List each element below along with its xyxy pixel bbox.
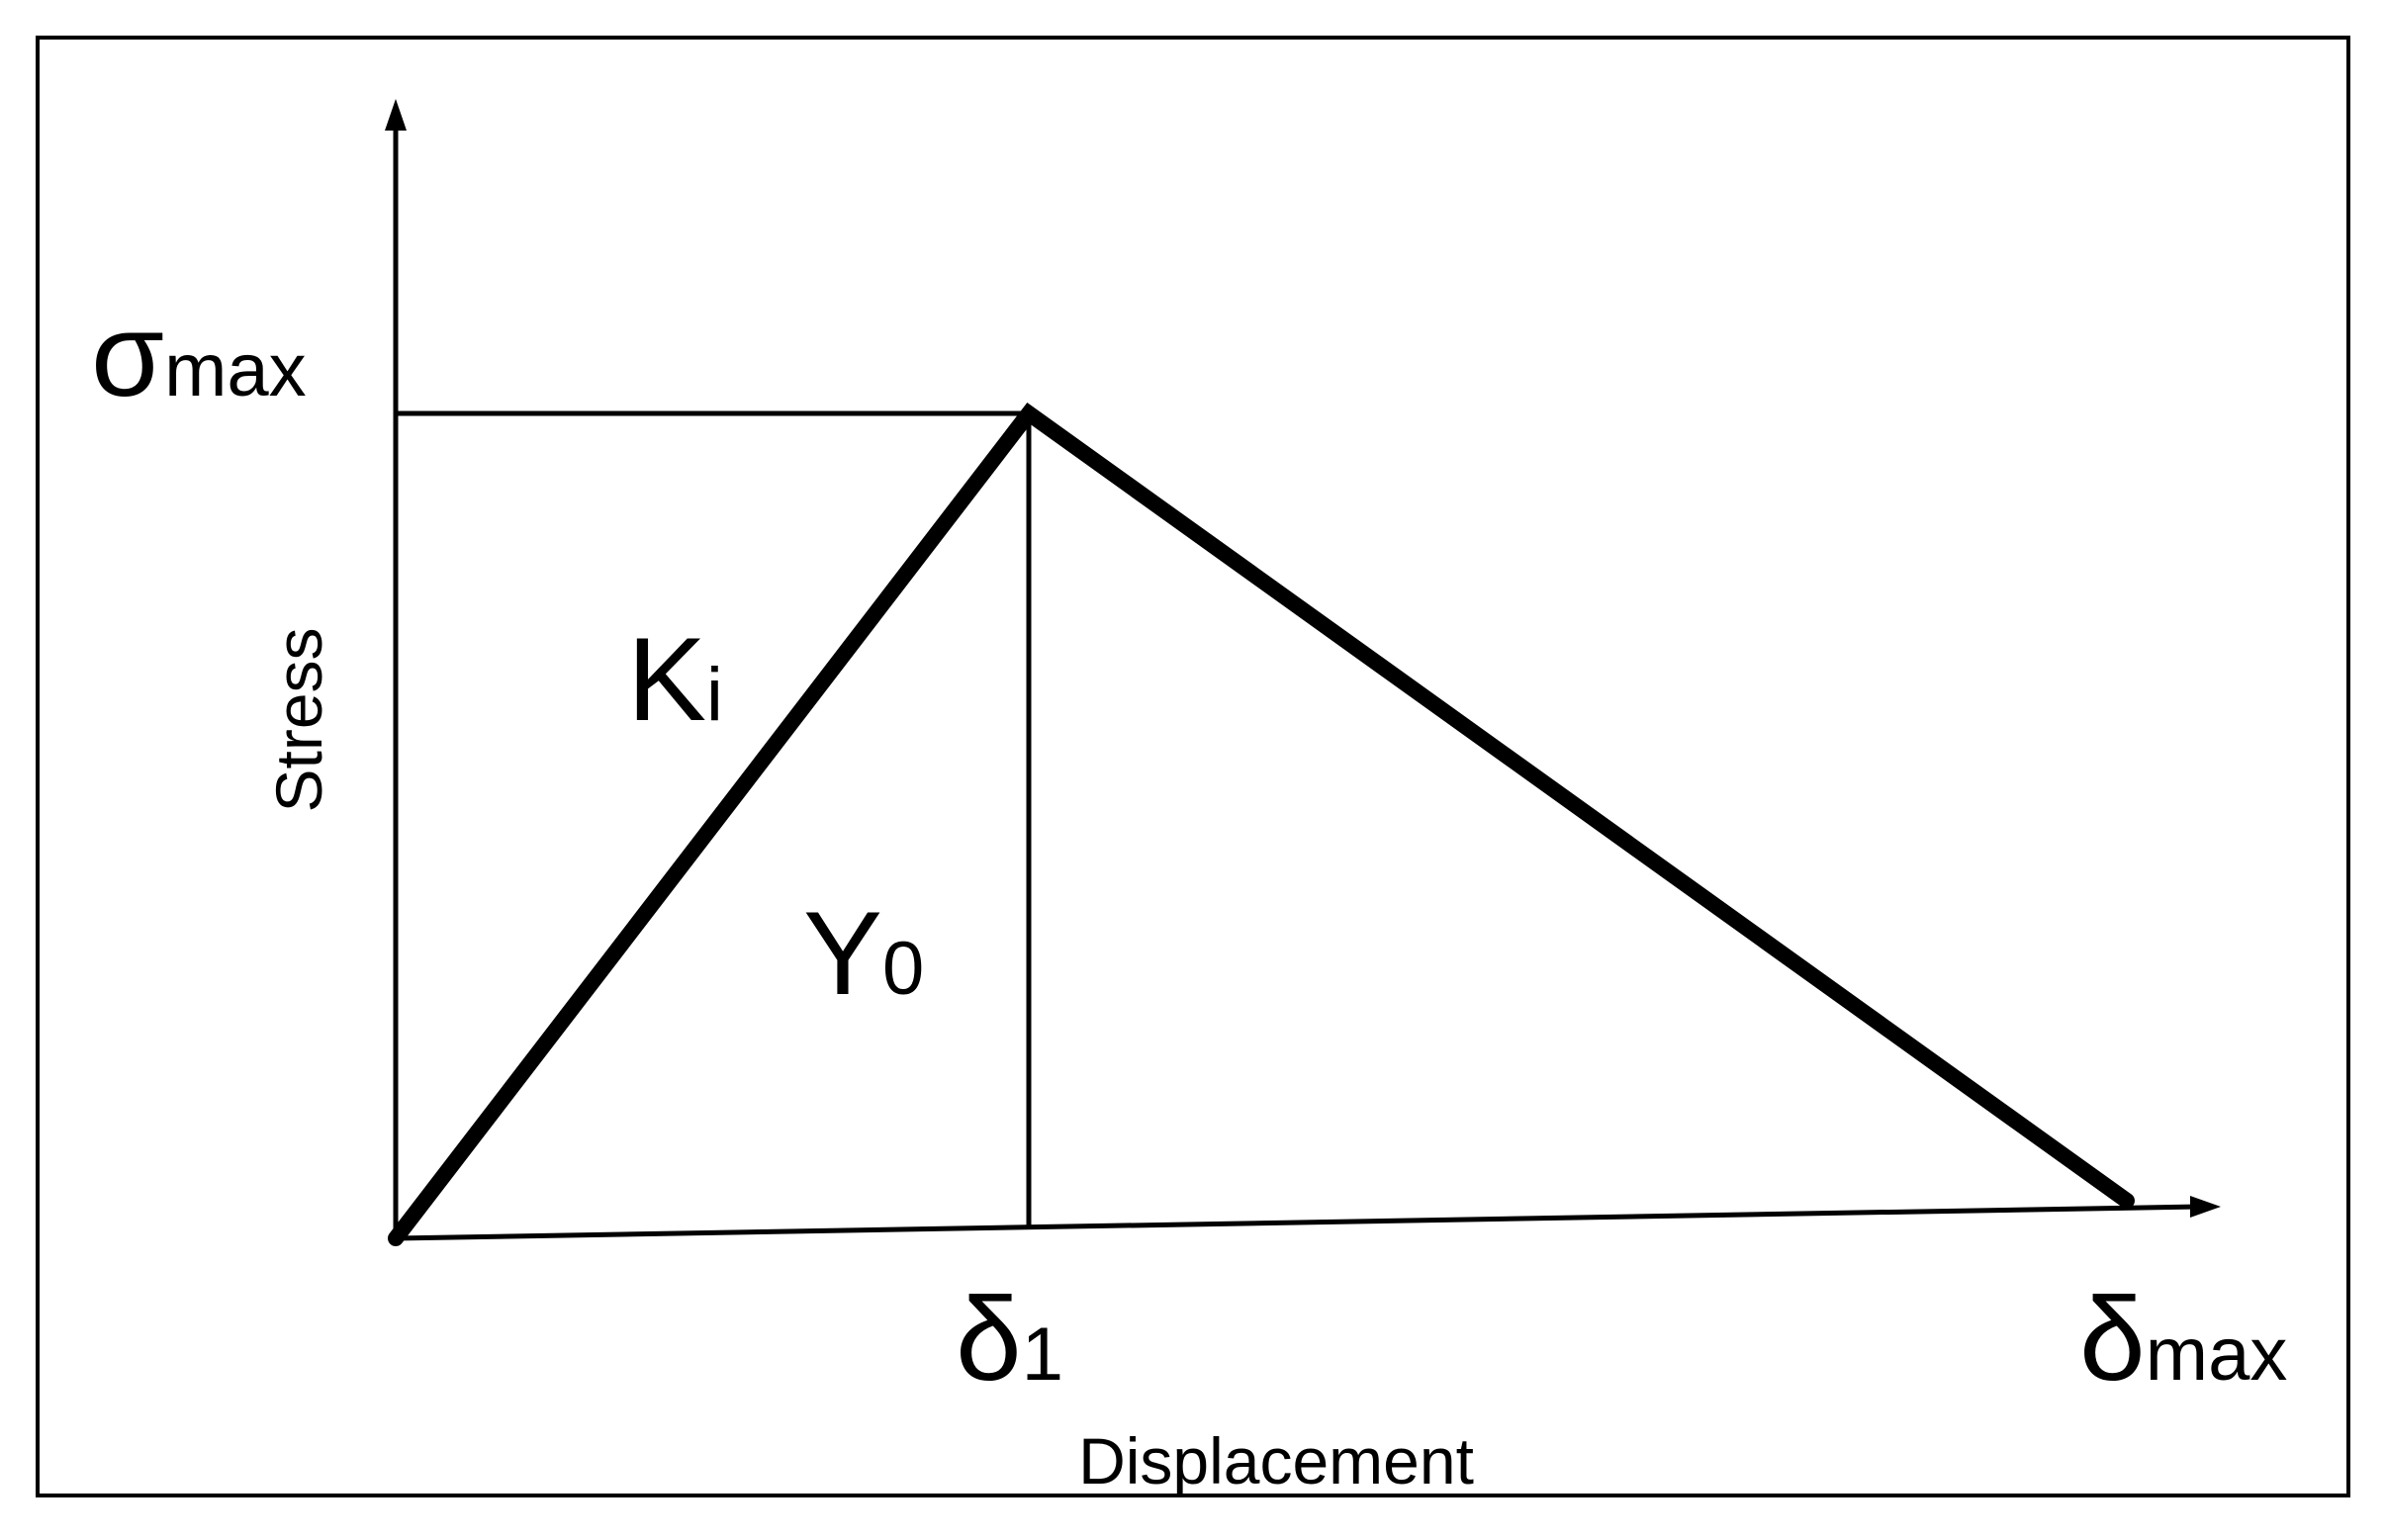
sigma-subscript: max — [164, 328, 307, 412]
x-axis-title: Displacement — [1078, 1424, 1474, 1497]
x-axis-arrowhead — [2190, 1196, 2221, 1218]
traction-separation-curve — [388, 402, 2135, 1246]
sigma-symbol: σ — [91, 289, 164, 421]
k-subscript: i — [706, 653, 723, 737]
figure-frame — [36, 36, 2350, 1497]
y-axis-arrowhead — [385, 99, 407, 131]
x-axis — [395, 1204, 2199, 1241]
delta-max-label: δmax — [2079, 1273, 2287, 1405]
y-axis-title: Stress — [262, 627, 335, 812]
y-subscript: 0 — [882, 927, 924, 1011]
delta-max-subscript: max — [2146, 1313, 2288, 1397]
k-symbol: K — [627, 613, 706, 746]
delta-1-symbol: δ — [956, 1273, 1022, 1405]
y-0-label: Y0 — [803, 887, 924, 1020]
delta-1-subscript: 1 — [1022, 1313, 1063, 1397]
y-symbol: Y — [803, 887, 882, 1020]
delta-max-symbol: δ — [2079, 1273, 2146, 1405]
k-i-label: Ki — [627, 613, 723, 746]
sigma-max-label: σmax — [91, 289, 307, 421]
delta-1-label: δ1 — [956, 1273, 1063, 1405]
